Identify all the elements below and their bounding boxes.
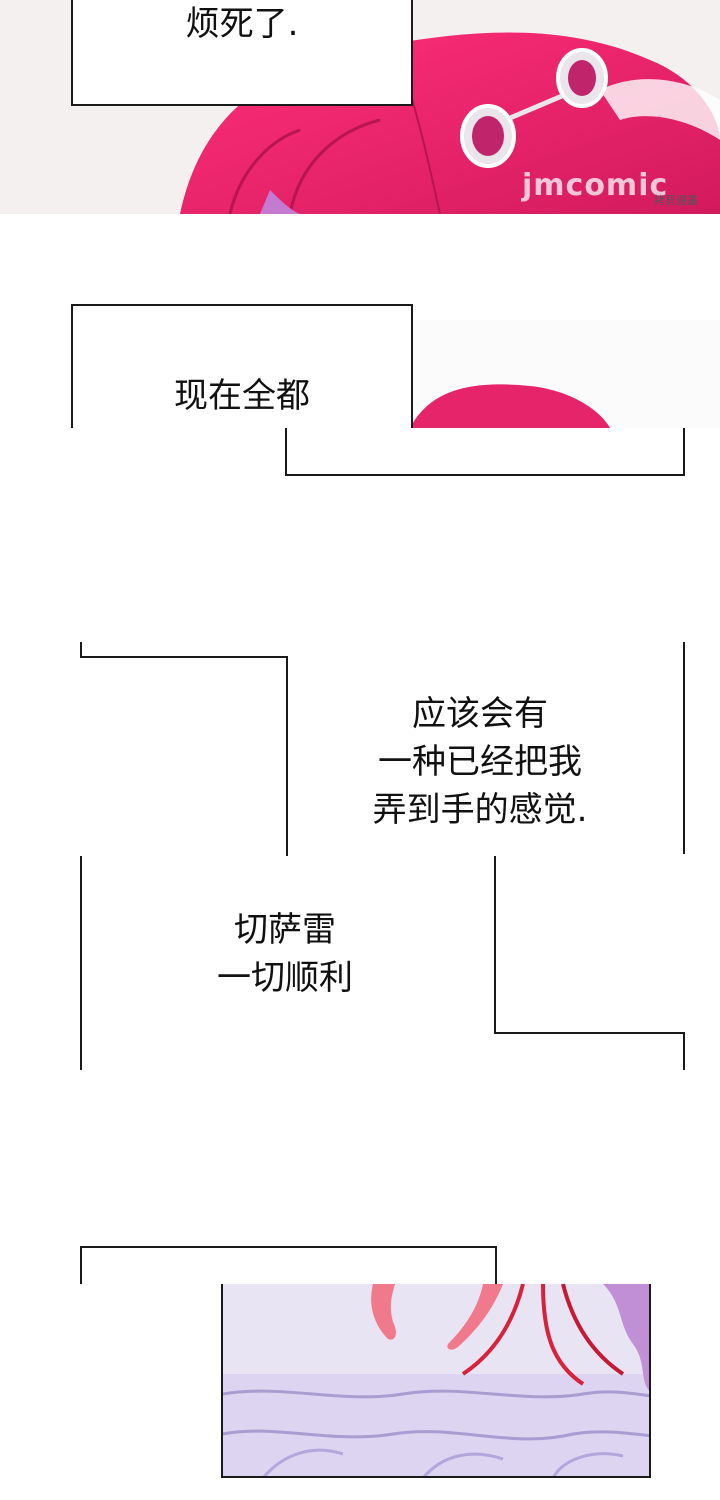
caption-text-4: 切萨雷 一切顺利	[217, 910, 353, 998]
caption-text-1: 烦死了.	[185, 4, 299, 44]
frame-line-left-a	[80, 642, 82, 658]
caption-box-2: 现在全都	[71, 304, 413, 428]
watermark-subtext: 拷貝漫畫	[654, 194, 698, 207]
caption-text-3: 应该会有 一种已经把我 弄到手的感觉.	[372, 694, 588, 830]
frame-line-left-c	[80, 1246, 82, 1284]
frame-line-left-b	[80, 856, 82, 1070]
frame-line-right-c	[495, 1246, 497, 1284]
caption-box-1: 烦死了.	[71, 0, 413, 106]
frame-line-right-b	[683, 1032, 685, 1070]
jewel-ornament	[460, 48, 608, 168]
watermark-text: jmcomic	[522, 168, 669, 203]
bottom-illustration	[221, 1284, 651, 1478]
frame-line-vert-b	[494, 856, 496, 1034]
frame-line-top-a	[80, 656, 288, 658]
second-illustration	[410, 320, 720, 428]
frame-line-vert-a	[286, 656, 288, 856]
frame-line-bottom-b	[494, 1032, 685, 1034]
frame-bottom-2	[285, 428, 685, 476]
frame-line-right-a	[683, 642, 685, 854]
caption-text-2: 现在全都	[174, 376, 310, 416]
frame-line-top-c	[80, 1246, 497, 1248]
